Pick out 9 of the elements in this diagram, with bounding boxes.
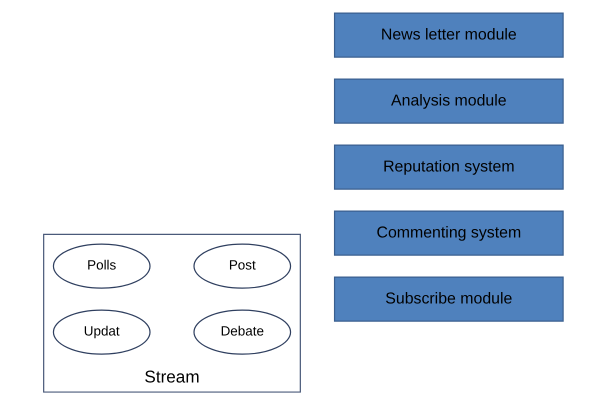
node-ellipse: Debate [193, 310, 292, 355]
node-ellipse: Updat [52, 310, 151, 355]
node-box: Commenting system [334, 210, 564, 256]
node-box: News letter module [334, 12, 564, 58]
node-ellipse: Polls [52, 244, 151, 289]
node-ellipse: Post [193, 244, 292, 289]
node-box: Reputation system [334, 144, 564, 190]
node-box: Subscribe module [334, 276, 564, 322]
node-box: Analysis module [334, 78, 564, 124]
